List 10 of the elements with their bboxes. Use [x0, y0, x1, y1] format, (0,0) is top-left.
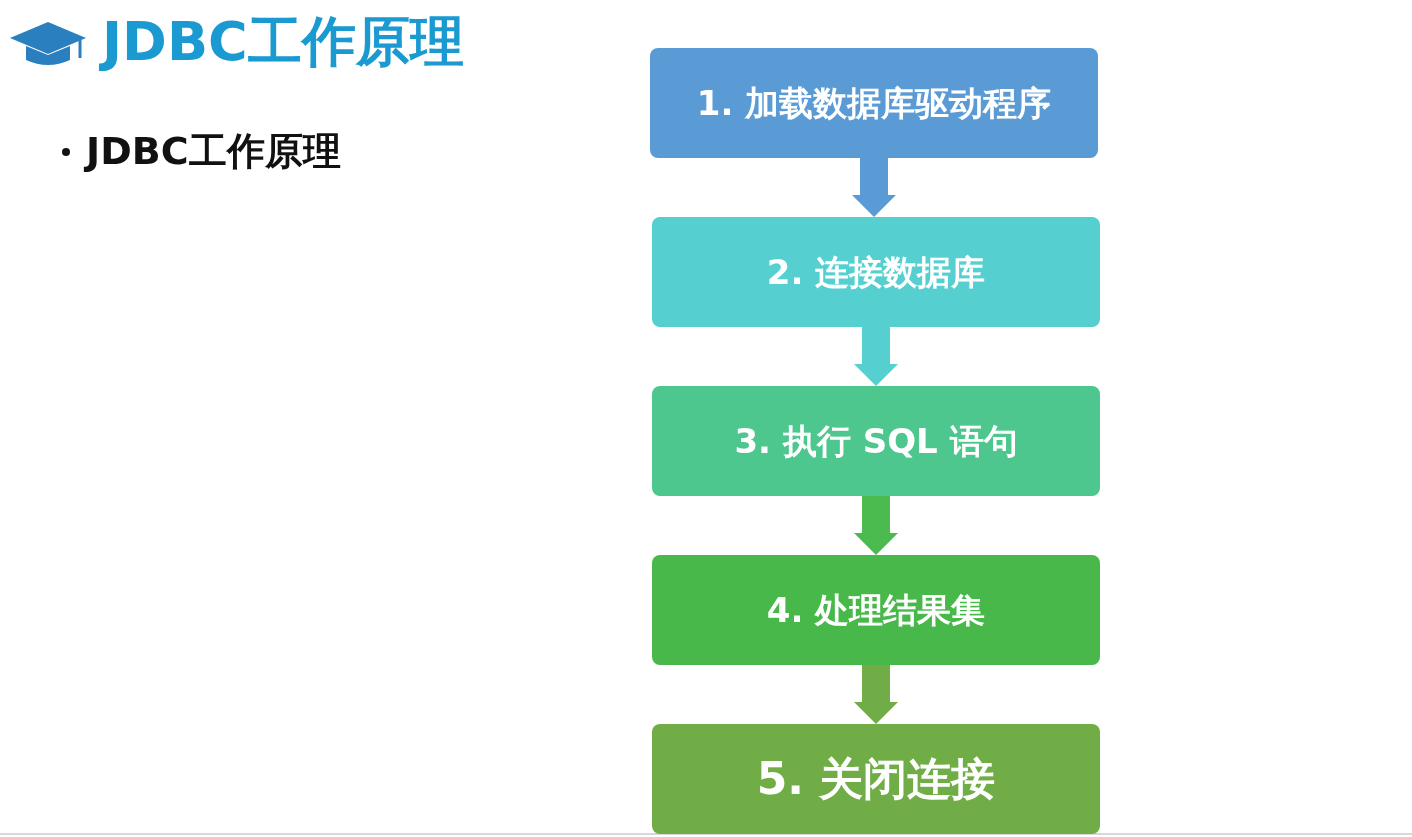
process-box: 5. 关闭连接 — [652, 724, 1100, 834]
bullet-text: JDBC工作原理 — [86, 128, 341, 175]
process-box: 1. 加载数据库驱动程序 — [650, 48, 1098, 158]
arrow — [854, 327, 898, 386]
process-box: 2. 连接数据库 — [652, 217, 1100, 327]
process-box: 4. 处理结果集 — [652, 555, 1100, 665]
arrow — [854, 665, 898, 724]
process-box: 3. 执行 SQL 语句 — [652, 386, 1100, 496]
arrow — [854, 496, 898, 555]
arrow — [852, 158, 896, 217]
